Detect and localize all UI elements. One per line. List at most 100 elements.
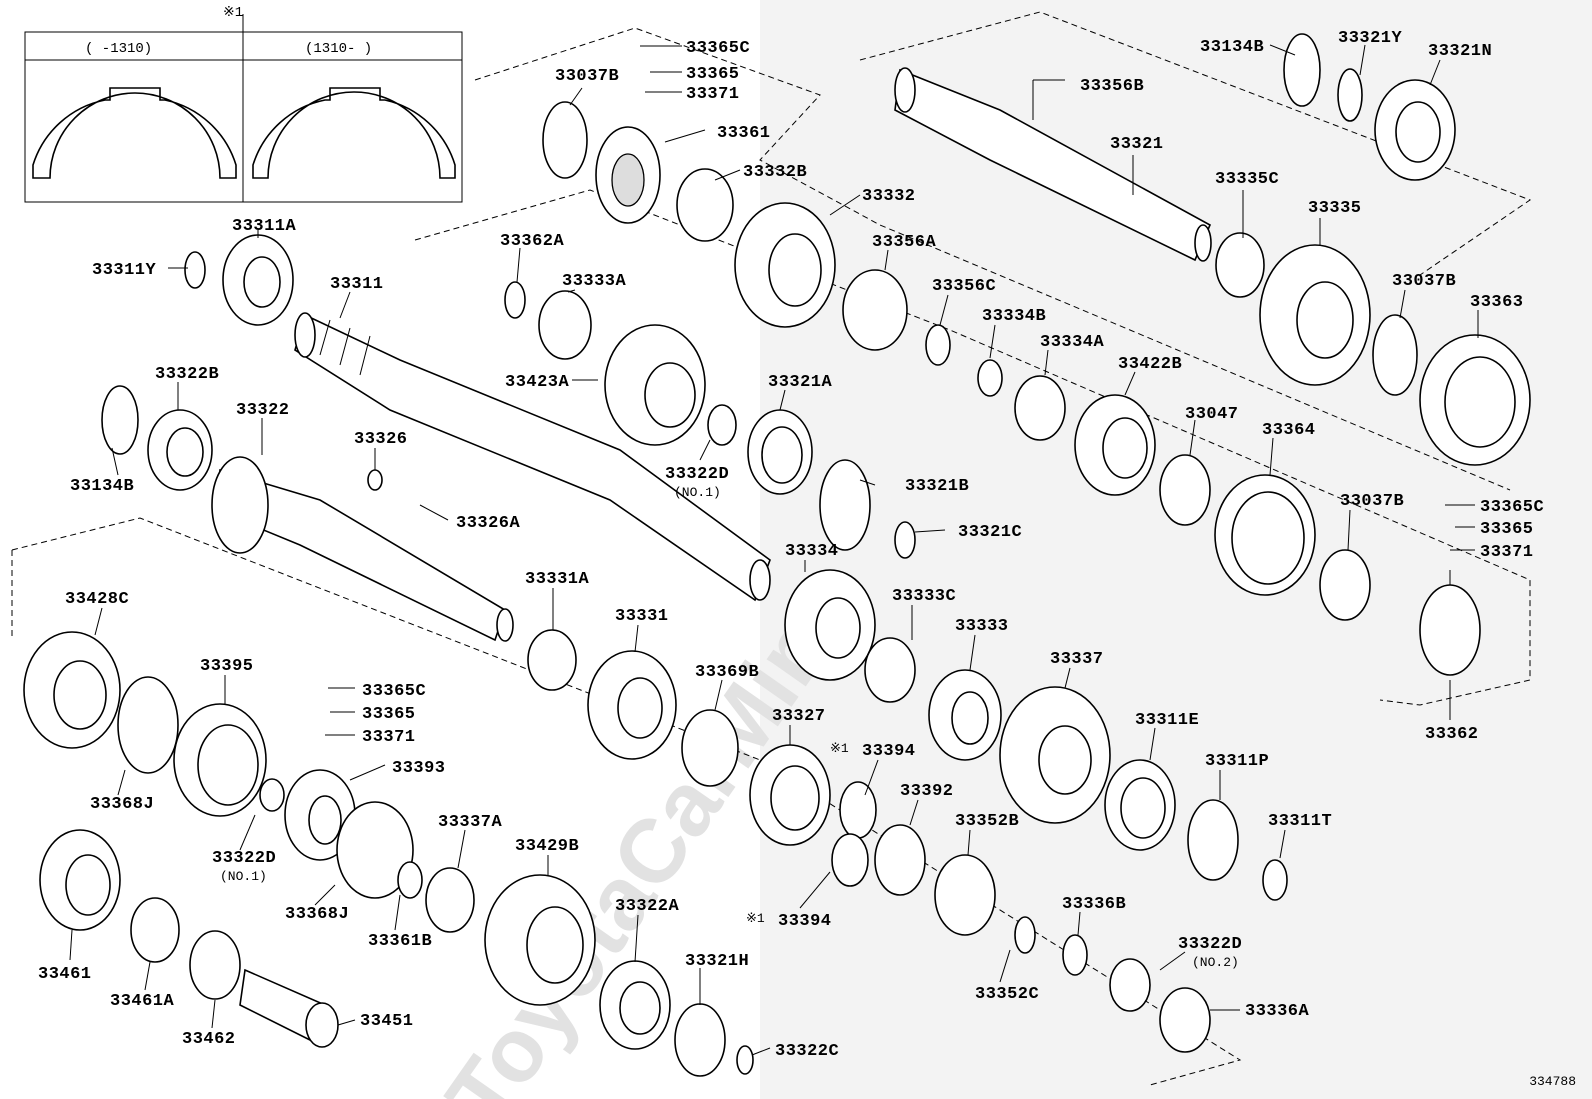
part-label: 33336A — [1245, 1002, 1310, 1021]
thrust-washer-late — [252, 87, 456, 179]
part-label: 33335C — [1215, 170, 1279, 189]
part-label: 33334 — [785, 542, 839, 561]
part-label: 33365C — [686, 39, 750, 58]
part-label: 33369B — [695, 663, 759, 682]
thrust-washer-early — [32, 87, 237, 179]
part-label: 33322A — [615, 897, 680, 916]
part-labels: 33365C 33365 33371 33037B 33361 33332B 3… — [38, 29, 1544, 1061]
part-label: 33356C — [932, 277, 996, 296]
part-label: 33365 — [362, 705, 416, 724]
note-marker: ※1 — [746, 911, 765, 926]
part-label: 33311Y — [92, 261, 157, 280]
part-label: 33361 — [717, 124, 771, 143]
part-label: 33394 — [862, 742, 916, 761]
part-label: 33365 — [686, 65, 740, 84]
part-label: 33336B — [1062, 895, 1126, 914]
part-label: 33361B — [368, 932, 432, 951]
input-shaft-33311 — [294, 312, 771, 602]
part-label: 33352B — [955, 812, 1019, 831]
part-label: 33352C — [975, 985, 1039, 1004]
inset-right-range: (1310- ) — [305, 41, 372, 57]
part-label: 33037B — [1392, 272, 1456, 291]
part-label: 33371 — [1480, 543, 1534, 562]
part-label: 33337A — [438, 813, 503, 832]
part-label: 33394 — [778, 912, 832, 931]
part-label: 33321N — [1428, 42, 1492, 61]
part-sublabel: (NO.1) — [220, 869, 267, 884]
part-label: 33047 — [1185, 405, 1239, 424]
part-label: 33321A — [768, 373, 833, 392]
part-label: 33331 — [615, 607, 669, 626]
part-label: 33311 — [330, 275, 384, 294]
part-label: 33335 — [1308, 199, 1362, 218]
part-label: 33371 — [362, 728, 416, 747]
part-label: 33327 — [772, 707, 826, 726]
part-label: 33395 — [200, 657, 254, 676]
part-label: 33322C — [775, 1042, 839, 1061]
part-label: 33331A — [525, 570, 590, 589]
part-label: 33365C — [1480, 498, 1544, 517]
part-label: 33333C — [892, 587, 956, 606]
part-sublabel: (NO.1) — [674, 485, 721, 500]
part-label: 33322D — [212, 849, 276, 868]
part-label: 33321B — [905, 477, 969, 496]
part-label: 33037B — [1340, 492, 1404, 511]
part-label: 33321C — [958, 523, 1022, 542]
part-label: 33037B — [555, 67, 619, 86]
part-label: 33428C — [65, 590, 129, 609]
part-label: 33429B — [515, 837, 579, 856]
part-label: 33371 — [686, 85, 740, 104]
note-marker: ※1 — [830, 741, 849, 756]
part-label: 33311E — [1135, 711, 1199, 730]
part-label: 33365 — [1480, 520, 1534, 539]
part-label: 33356A — [872, 233, 937, 252]
part-label: 33423A — [505, 373, 570, 392]
part-label: 33311T — [1268, 812, 1332, 831]
part-label: 33368J — [285, 905, 349, 924]
part-label: 33368J — [90, 795, 154, 814]
part-label: 33332 — [862, 187, 916, 206]
part-label: 33337 — [1050, 650, 1104, 669]
part-label: 33334B — [982, 307, 1046, 326]
part-label: 33334A — [1040, 333, 1105, 352]
part-label: 33321 — [1110, 135, 1164, 154]
output-shaft-33321 — [894, 67, 1212, 262]
gears-and-bearings — [23, 33, 1531, 1077]
part-label: 33332B — [743, 163, 807, 182]
part-label: 33326 — [354, 430, 408, 449]
part-label: 33422B — [1118, 355, 1182, 374]
part-label: 33362A — [500, 232, 565, 251]
part-label: 33134B — [1200, 38, 1264, 57]
part-label: 33321H — [685, 952, 749, 971]
part-label: 33461A — [110, 992, 175, 1011]
part-label: 33363 — [1470, 293, 1524, 312]
part-label: 33462 — [182, 1030, 236, 1049]
inset-box: ※1 ( -1310) (1310- ) — [24, 5, 463, 203]
diagram-reference-number: 334788 — [1529, 1074, 1576, 1089]
part-label: 33393 — [392, 759, 446, 778]
part-label: 33322B — [155, 365, 219, 384]
inset-left-range: ( -1310) — [85, 41, 152, 57]
part-label: 33322 — [236, 401, 290, 420]
part-label: 33356B — [1080, 77, 1144, 96]
part-label: 33311A — [232, 217, 297, 236]
part-label: 33333 — [955, 617, 1009, 636]
leader-lines — [69, 44, 1479, 1056]
part-label: 33362 — [1425, 725, 1479, 744]
part-label: 33326A — [456, 514, 521, 533]
part-label: 33364 — [1262, 421, 1316, 440]
assembly-dashed-outlines — [11, 11, 1532, 1086]
part-sublabel: (NO.2) — [1192, 955, 1239, 970]
part-label: 33321Y — [1338, 29, 1403, 48]
part-label: 33461 — [38, 965, 92, 984]
part-label: 33333A — [562, 272, 627, 291]
part-label: 33392 — [900, 782, 954, 801]
part-label: 33365C — [362, 682, 426, 701]
part-label: 33311P — [1205, 752, 1269, 771]
part-label: 33322D — [665, 465, 729, 484]
inset-marker: ※1 — [223, 5, 243, 21]
part-label: 33134B — [70, 477, 134, 496]
part-label: 33322D — [1178, 935, 1242, 954]
part-label: 33451 — [360, 1012, 414, 1031]
